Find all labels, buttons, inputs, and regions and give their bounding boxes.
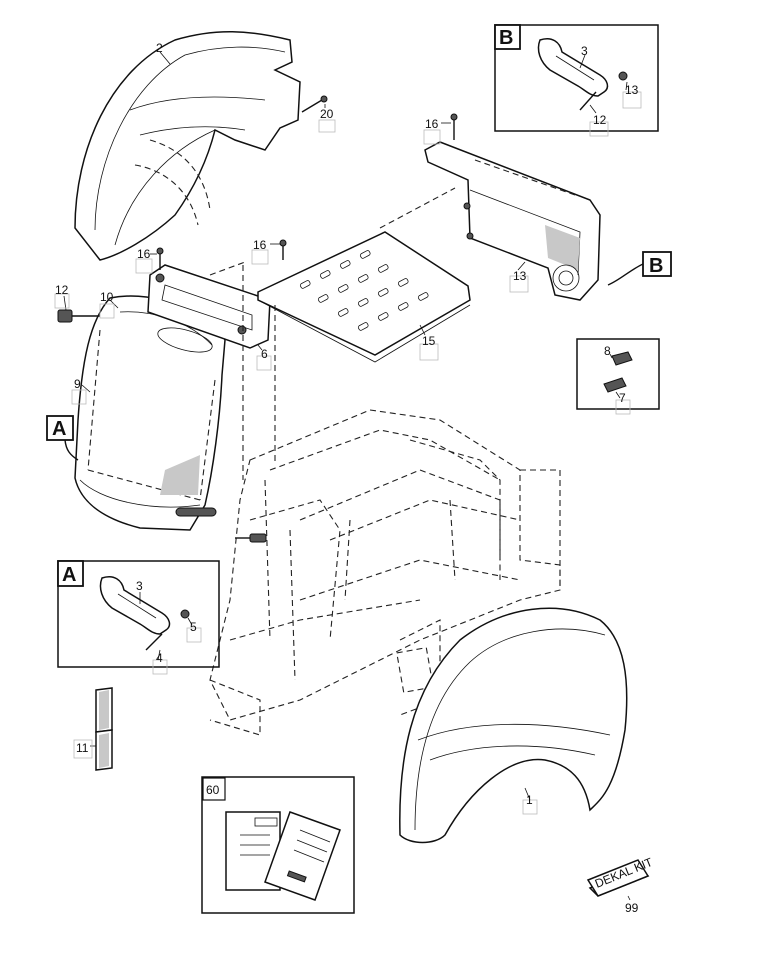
part-9-front-panel[interactable] bbox=[74, 295, 226, 531]
callout-numbers: 1 2 3 3 4 5 6 7 8 9 10 bbox=[54, 41, 642, 915]
view-tag-b-main[interactable]: B bbox=[607, 251, 672, 286]
callout-3-a: 3 bbox=[136, 579, 143, 593]
callout-99: 99 bbox=[625, 901, 639, 915]
part-16-bolt-b[interactable] bbox=[279, 239, 287, 260]
callout-60: 60 bbox=[206, 783, 220, 797]
callout-3-b: 3 bbox=[581, 44, 588, 58]
callout-9: 9 bbox=[74, 377, 81, 391]
part-15-floor-plate[interactable] bbox=[257, 231, 471, 363]
callout-12-b: 12 bbox=[593, 113, 607, 127]
detail-box-b bbox=[494, 24, 659, 132]
view-tag-a-main[interactable]: A bbox=[46, 415, 79, 461]
part-13-side-bracket[interactable] bbox=[424, 141, 601, 301]
part-16-bolt-a[interactable] bbox=[156, 247, 164, 270]
part-1-front-fender[interactable] bbox=[399, 607, 628, 844]
callout-4: 4 bbox=[156, 651, 163, 665]
svg-text:A: A bbox=[52, 418, 66, 440]
part-2-rear-fender[interactable] bbox=[74, 31, 301, 261]
detail-b-lever[interactable] bbox=[537, 38, 628, 111]
fitting-detail-box bbox=[576, 338, 660, 410]
document-box bbox=[201, 776, 355, 914]
callout-20: 20 bbox=[320, 107, 334, 121]
callout-6: 6 bbox=[261, 347, 268, 361]
part-11-blocks[interactable] bbox=[95, 687, 113, 771]
part-8-fitting[interactable] bbox=[611, 351, 633, 366]
floor-plate-slots bbox=[299, 250, 429, 331]
callout-7: 7 bbox=[619, 391, 626, 405]
svg-text:B: B bbox=[649, 255, 663, 277]
part-6-bracket[interactable] bbox=[147, 261, 271, 349]
callout-12-a: 12 bbox=[55, 283, 69, 297]
detail-a-lever[interactable] bbox=[99, 576, 190, 651]
assembly-line-plate-bracket bbox=[379, 187, 456, 229]
svg-text:A: A bbox=[62, 564, 76, 586]
view-tag-a-detail[interactable]: A bbox=[57, 560, 84, 587]
callout-5: 5 bbox=[190, 620, 197, 634]
frame-fastener[interactable] bbox=[235, 533, 267, 543]
callout-1: 1 bbox=[526, 793, 533, 807]
part-16-bolt-c[interactable] bbox=[450, 113, 458, 140]
detail-box-a bbox=[57, 560, 220, 668]
svg-text:B: B bbox=[499, 27, 513, 49]
callout-16-c: 16 bbox=[425, 117, 439, 131]
part-7-fitting[interactable] bbox=[603, 377, 627, 393]
view-tag-b-detail[interactable]: B bbox=[494, 24, 521, 50]
callout-16-b: 16 bbox=[253, 238, 267, 252]
callout-2: 2 bbox=[156, 41, 163, 55]
part-99-decal-kit[interactable]: DEKAL KIT bbox=[586, 855, 655, 897]
chassis-frame bbox=[209, 409, 561, 736]
callout-13-a: 13 bbox=[513, 269, 527, 283]
part-20-screw[interactable] bbox=[301, 95, 328, 113]
part-60-documents[interactable] bbox=[225, 811, 341, 901]
callout-16-a: 16 bbox=[137, 247, 151, 261]
callout-15: 15 bbox=[422, 334, 436, 348]
callout-11: 11 bbox=[76, 741, 89, 755]
callout-13-b: 13 bbox=[625, 83, 639, 97]
callout-10: 10 bbox=[100, 290, 114, 304]
callout-8: 8 bbox=[604, 344, 611, 358]
part-12-latch-left[interactable] bbox=[57, 309, 100, 323]
